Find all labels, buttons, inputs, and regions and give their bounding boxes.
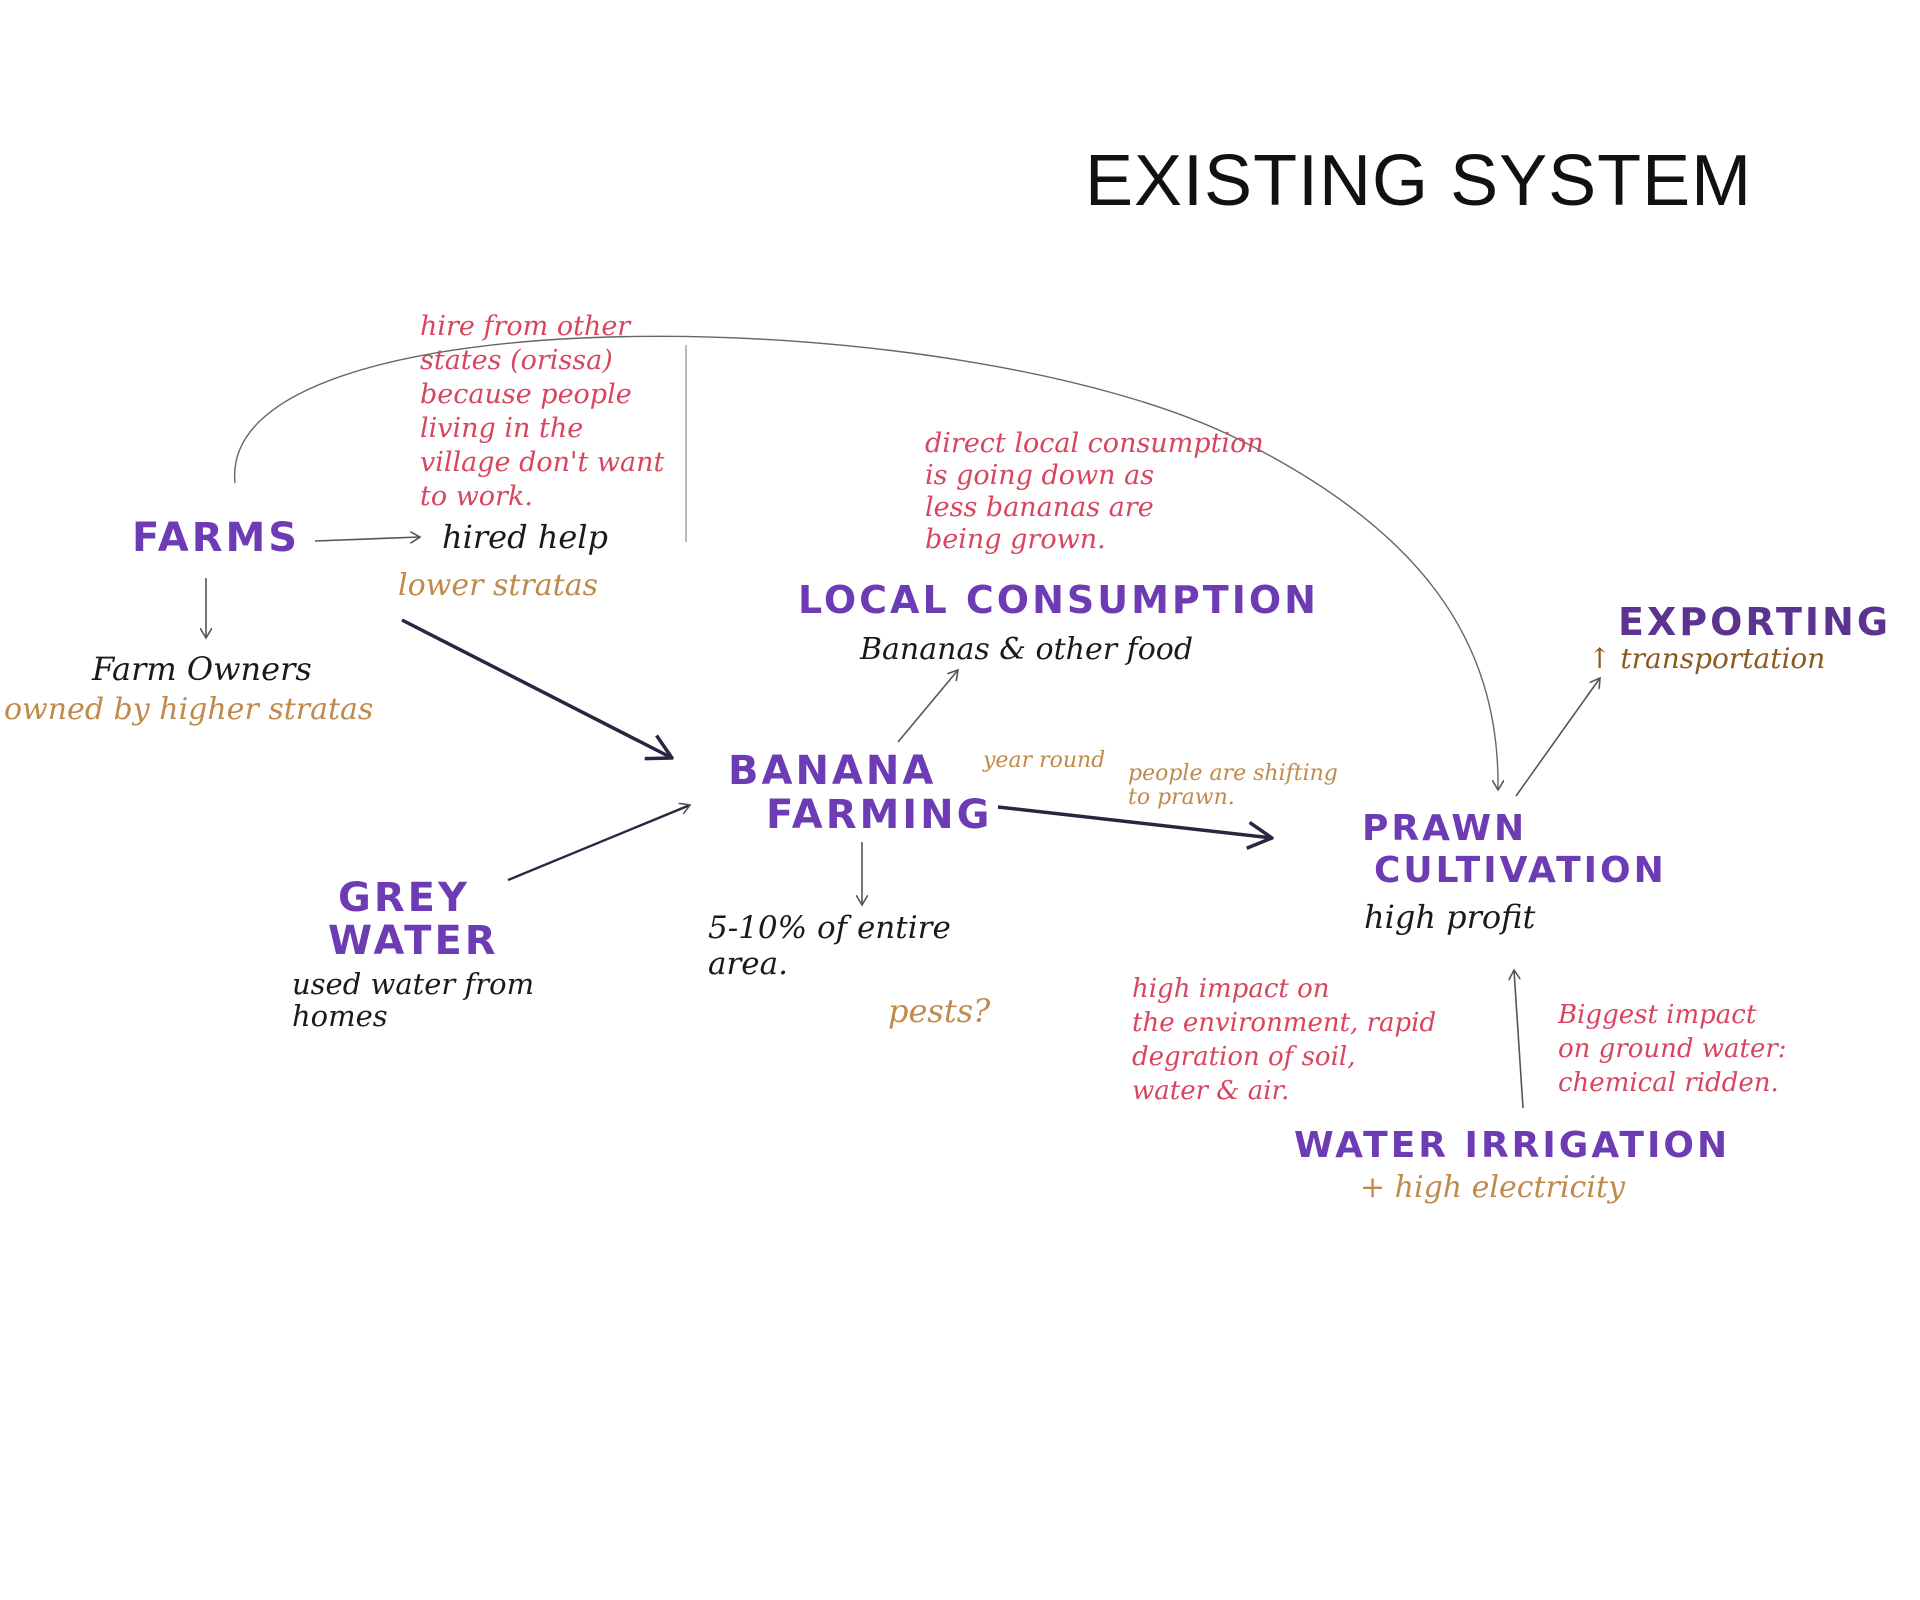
node-farms: FARMS [132, 515, 301, 561]
node-banana-farming-line2: FARMING [766, 792, 993, 838]
note-farm-owners: Farm Owners [92, 650, 312, 688]
arrow-irrigation-to-prawn [1514, 970, 1524, 1109]
node-banana-farming-line1: BANANA [728, 748, 937, 794]
node-water-irrigation: WATER IRRIGATION [1294, 1125, 1731, 1166]
arrow-farms-to-hired-help [314, 537, 420, 541]
note-direct-local-consumption: direct local consumption is going down a… [925, 428, 1264, 555]
note-area-share: 5-10% of entire area. [708, 910, 951, 982]
node-local-consumption: LOCAL CONSUMPTION [798, 578, 1319, 622]
note-owned-by-higher-stratas: owned by higher stratas [4, 692, 374, 727]
note-lower-stratas: lower stratas [398, 568, 598, 603]
node-grey-water-line1: GREY [338, 875, 470, 921]
note-high-electricity: + high electricity [1360, 1170, 1625, 1205]
diagram-title: EXISTING SYSTEM [1085, 141, 1753, 221]
note-hire-from-other-states: hire from other states (orissa) because … [420, 311, 665, 512]
note-high-profit: high profit [1364, 898, 1536, 936]
arrow-banana-to-local-consumption [897, 670, 958, 743]
note-pests: pests? [888, 992, 991, 1030]
note-people-shifting: people are shifting to prawn. [1128, 761, 1338, 810]
arrow-farms-to-banana-farming [401, 618, 674, 761]
arrow-prawn-to-exporting [1515, 678, 1600, 797]
node-prawn-cultivation-line2: CULTIVATION [1374, 850, 1667, 891]
note-year-round: year round [983, 748, 1106, 773]
arrow-banana-to-prawn [997, 805, 1274, 850]
node-grey-water-line2: WATER [328, 918, 499, 964]
note-bananas-other-food: Bananas & other food [860, 632, 1194, 667]
note-hired-help: hired help [442, 518, 608, 556]
note-high-impact: high impact on the environment, rapid de… [1132, 974, 1437, 1106]
note-biggest-impact: Biggest impact on ground water: chemical… [1558, 1000, 1787, 1098]
arrow-grey-water-to-banana-farming [507, 805, 690, 882]
farms-to-prawn-arc [234, 335, 1498, 790]
note-used-water-from-homes: used water from homes [292, 967, 535, 1033]
node-prawn-cultivation-line1: PRAWN [1362, 808, 1528, 849]
note-transportation: ↑ transportation [1588, 642, 1826, 675]
node-exporting: EXPORTING [1618, 600, 1892, 644]
